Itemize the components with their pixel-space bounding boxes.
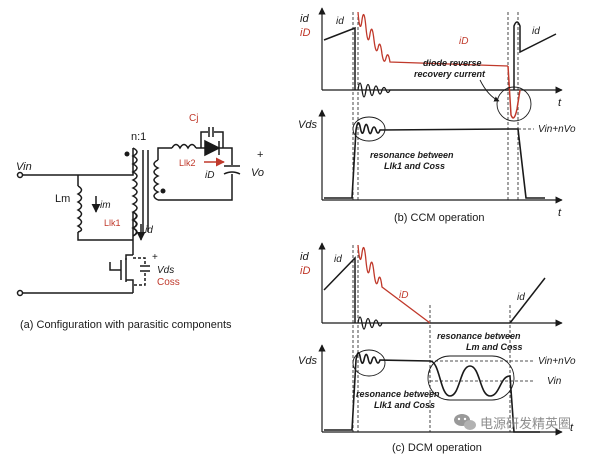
vo-plus-label: + [257, 149, 263, 161]
vin-terminal-top [16, 171, 24, 179]
dcm-iD-ring [357, 244, 431, 324]
vo-cap-plate-bottom [223, 171, 241, 175]
coss-circuit-label: Coss [157, 277, 180, 288]
secondary-winding [153, 159, 160, 201]
dcm-vin: Vin [547, 376, 562, 387]
llk2-inductor [171, 143, 197, 150]
dcm-panel: id iD id iD id resonance between Lm and … [298, 242, 576, 454]
dcm-vds-wave [324, 352, 540, 433]
ccm-panel: id iD id iD id diode reverse recovery cu… [298, 7, 576, 224]
ccm-id-ring [357, 82, 508, 98]
dcm-res-top-1: resonance between [437, 331, 521, 341]
wechat-icon [454, 414, 476, 430]
dcm-caption: (c) DCM operation [392, 442, 482, 454]
secondary-dot [160, 188, 166, 194]
circuit-schematic [16, 127, 241, 297]
ccm-vin-nvo: Vin+nVo [538, 124, 576, 135]
ccm-res-1: resonance between [370, 150, 454, 160]
mosfet-gate-wire [109, 262, 121, 271]
ccm-recovery-pointer [479, 79, 500, 102]
ccm-y-vds: Vds [298, 119, 317, 131]
ccm-id-label: id [336, 16, 344, 27]
watermark-text: 电源研发精英圈 [480, 416, 571, 432]
llk2-label: Llk2 [179, 158, 196, 168]
dcm-vin-nvo: Vin+nVo [538, 356, 576, 367]
coss-wire [133, 257, 146, 286]
iD-circuit-label: iD [205, 170, 214, 181]
ccm-annotation-1: diode reverse [423, 58, 482, 68]
llk1-label: Llk1 [104, 218, 121, 228]
ratio-label: n:1 [131, 131, 146, 143]
lm-inductor [76, 185, 83, 233]
cj-label: Cj [189, 113, 198, 124]
circuit-caption: (a) Configuration with parasitic compone… [20, 319, 232, 331]
vin-terminal-bottom [16, 289, 24, 297]
secondary-bottom-wire [158, 174, 233, 201]
vin-label: Vin [16, 161, 32, 173]
ccm-t-axis: t [558, 97, 562, 109]
ccm-id-ramp [323, 26, 356, 90]
ccm-res-ellipse [352, 116, 386, 142]
ccm-iD-recovery [507, 65, 521, 119]
ccm-y-id: id [300, 13, 309, 25]
diode-body [204, 139, 221, 157]
mosfet-source [126, 279, 134, 293]
ccm-y-iD: iD [300, 27, 310, 39]
dcm-res-box-right [427, 355, 515, 401]
dcm-t-axis: t [570, 422, 574, 434]
ccm-annotation-2: recovery current [414, 69, 486, 79]
secondary-top-wire [157, 147, 172, 160]
dcm-y-vds: Vds [298, 355, 317, 367]
ccm-caption: (b) CCM operation [394, 212, 484, 224]
dcm-id-ramp [323, 256, 356, 323]
dcm-res-bot-2: Llk1 and Coss [374, 400, 435, 410]
dcm-id-ring [357, 316, 510, 330]
dcm-y-iD: iD [300, 265, 310, 277]
primary-dot [124, 151, 130, 157]
dcm-res-bot-1: resonance between [356, 389, 440, 399]
im-label: im [100, 200, 111, 211]
dcm-id-right-label: id [517, 292, 525, 303]
dcm-id-end [509, 277, 546, 324]
ccm-iD-ring [357, 11, 509, 67]
dcm-id-label: id [334, 254, 342, 265]
cj-wire [200, 131, 224, 148]
lm-wire [77, 175, 133, 241]
ccm-vds-wave [324, 122, 545, 199]
lm-label: Lm [55, 193, 70, 205]
dcm-res-ellipse-left [352, 349, 386, 377]
dcm-iD-label: iD [399, 290, 408, 301]
watermark: 电源研发精英圈 [454, 414, 571, 432]
mosfet-drain [125, 254, 133, 260]
dcm-res-top-2: Lm and Coss [466, 342, 523, 352]
input-top-wire [22, 148, 134, 176]
ccm-recovery-circle [496, 86, 532, 122]
vds-plus-label: + [152, 252, 158, 263]
ccm-res-2: Llk1 and Coss [384, 161, 445, 171]
vo-label: Vo [251, 167, 264, 179]
ccm-iD-label: iD [459, 36, 468, 47]
dcm-y-id: id [300, 251, 309, 263]
ccm-id-right-label: id [532, 26, 540, 37]
vds-circuit-label: Vds [157, 265, 174, 276]
id-circuit-label: id [145, 225, 153, 236]
ccm-id-end [513, 21, 557, 90]
ccm-t-axis-2: t [558, 207, 562, 219]
